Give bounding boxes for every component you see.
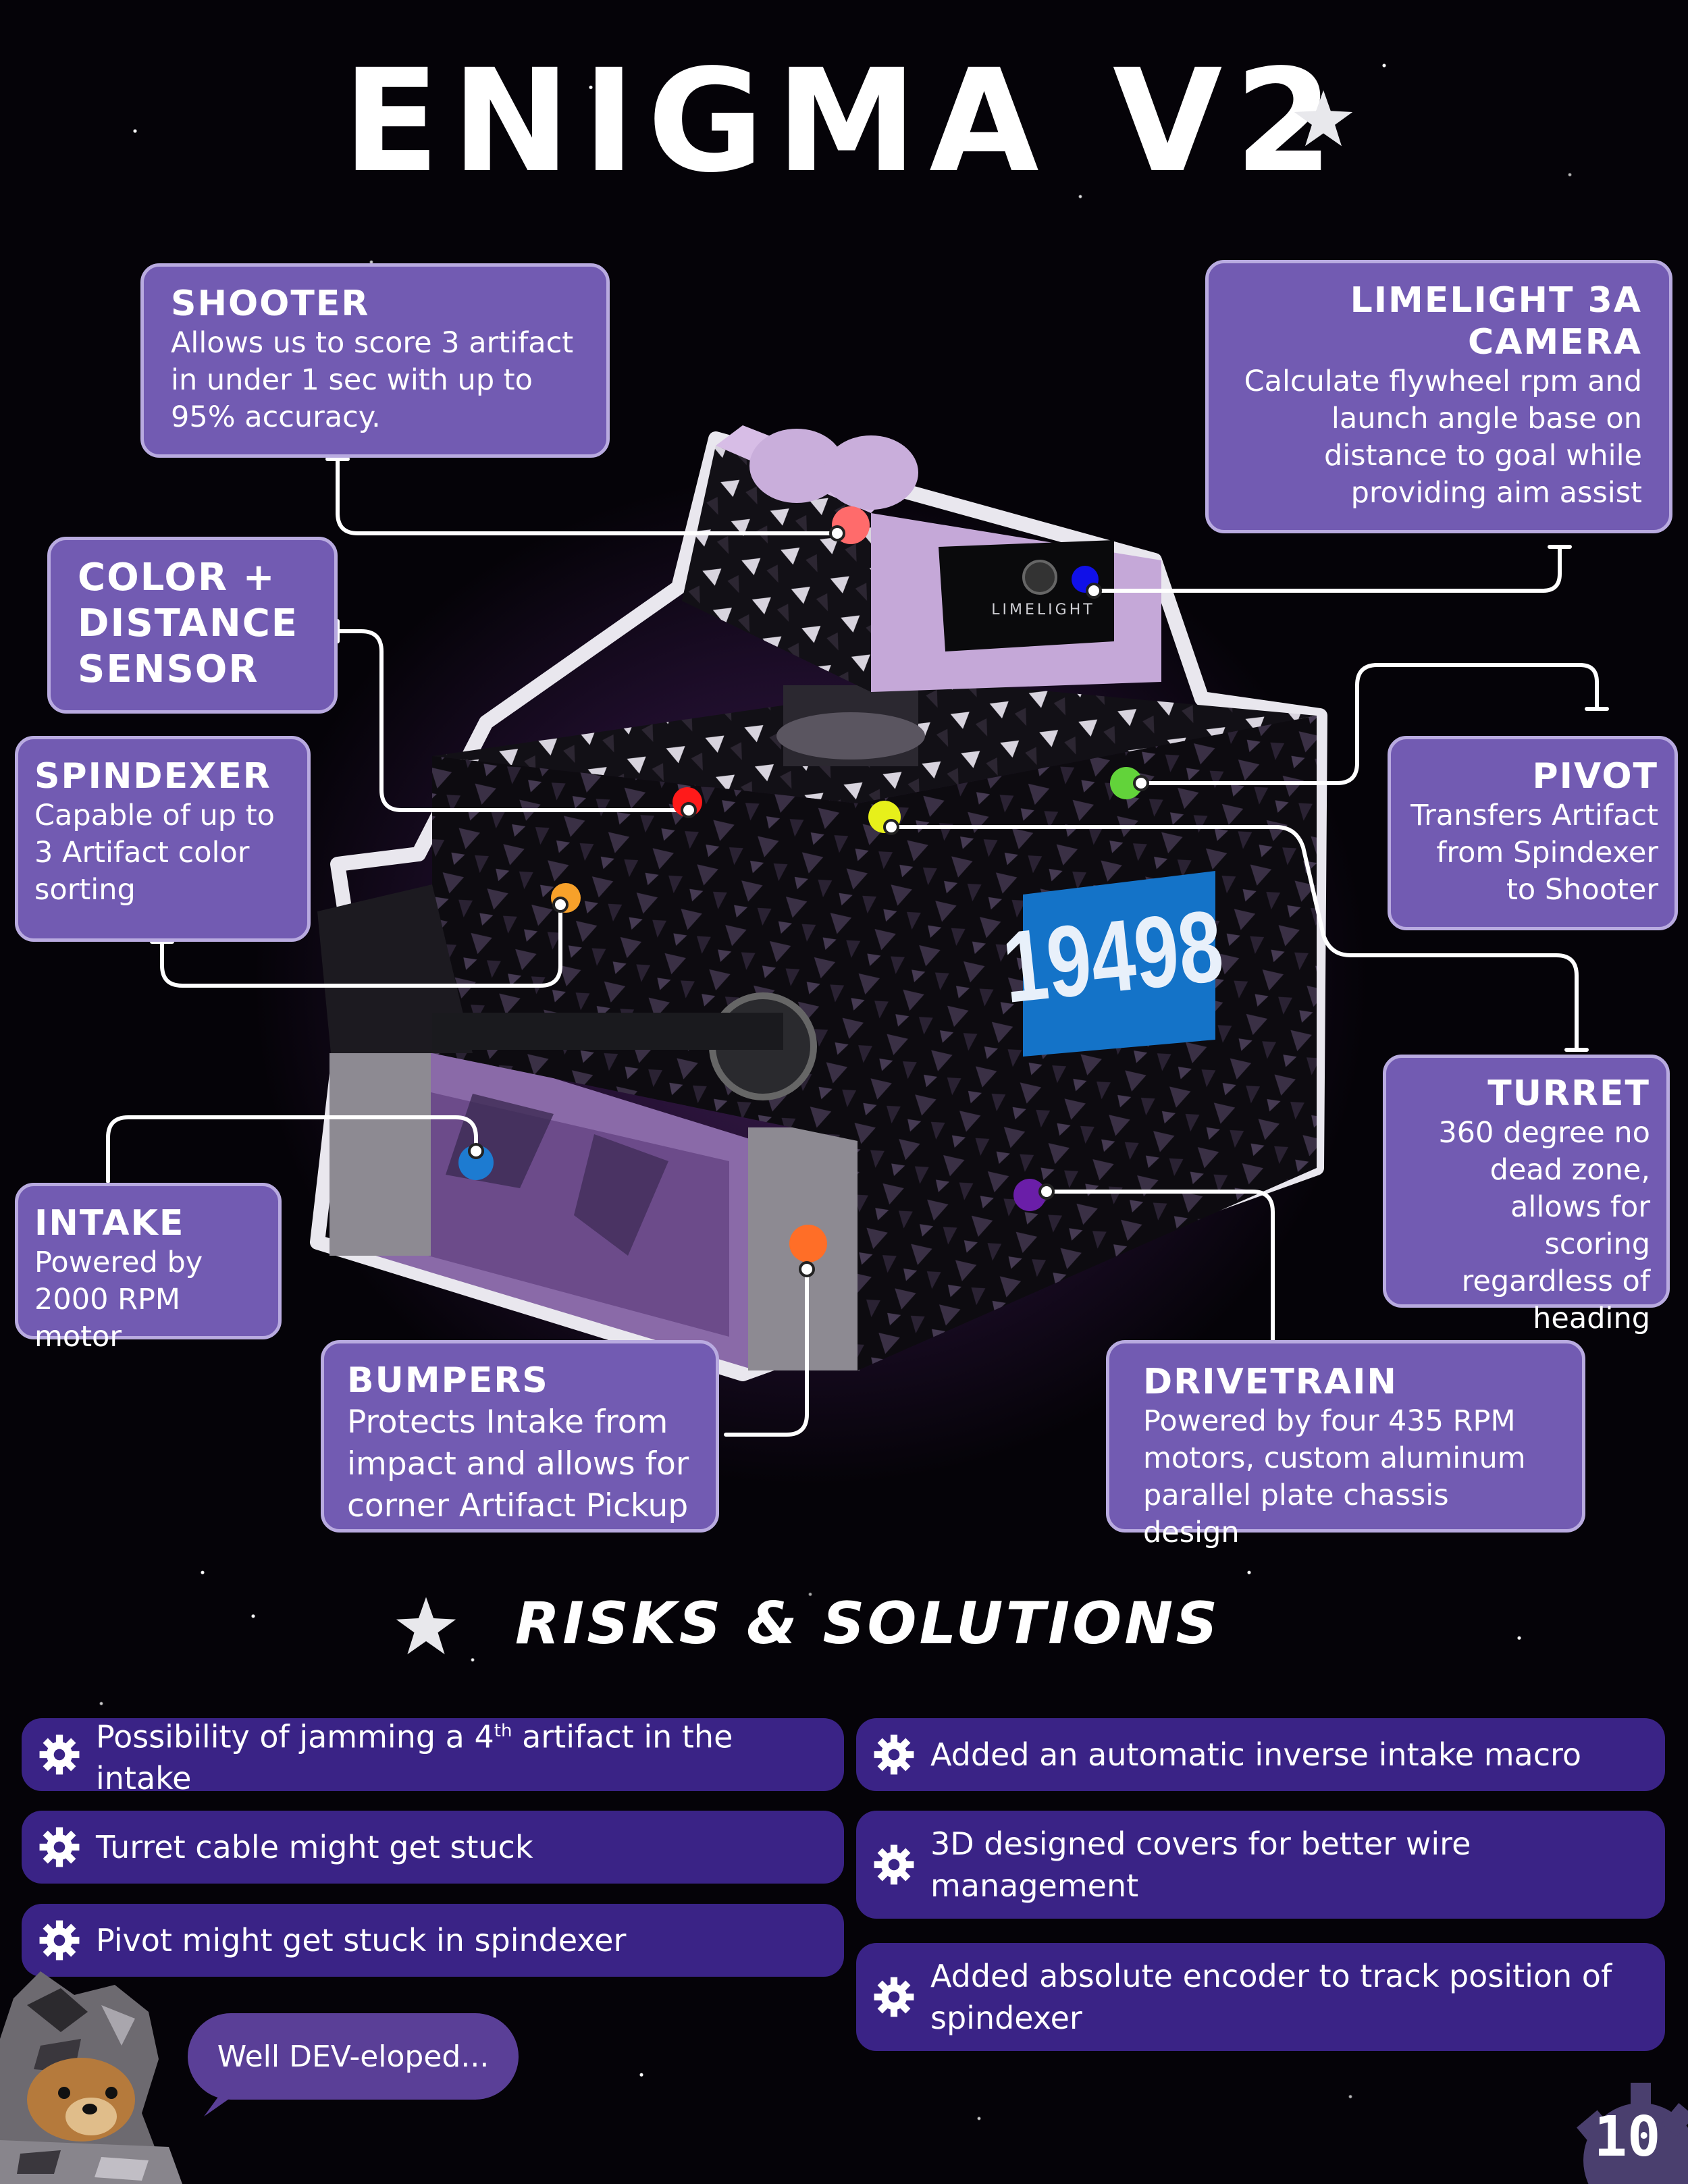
- star-icon: [1294, 90, 1353, 147]
- risk-item: Turret cable might get stuck: [22, 1811, 844, 1884]
- callout-heading: TURRET: [1487, 1073, 1650, 1114]
- gear-icon: [39, 1920, 80, 1961]
- gear-icon: [39, 1734, 80, 1775]
- callout-body: Protects Intake from impact and allows f…: [347, 1404, 689, 1524]
- risk-item: Pivot might get stuck in spindexer: [22, 1904, 844, 1977]
- mascot-bear: [0, 1971, 182, 2184]
- risks-solutions-heading: RISKS & SOLUTIONS: [515, 1590, 1221, 1657]
- risk-text: Possibility of jamming a 4th artifact in…: [96, 1718, 733, 1797]
- camera-label: LIMELIGHT: [991, 602, 1094, 618]
- speech-bubble: Well DEV-eloped...: [188, 2013, 519, 2100]
- risk-text: Turret cable might get stuck: [96, 1829, 533, 1865]
- callout-heading: SPINDEXER: [34, 756, 271, 797]
- callout-body: Allows us to score 3 artifact in under 1…: [171, 326, 574, 434]
- callout-heading: DRIVETRAIN: [1143, 1362, 1398, 1402]
- star-icon: [396, 1597, 456, 1655]
- callout-heading: COLOR + DISTANCE SENSOR: [78, 556, 299, 691]
- callout-pivot: PIVOT Transfers Artifact from Spindexer …: [1388, 736, 1678, 930]
- solution-item: 3D designed covers for better wire manag…: [856, 1811, 1665, 1919]
- callout-intake: INTAKE Powered by 2000 RPM motor: [15, 1183, 282, 1354]
- gear-icon: [874, 1734, 914, 1775]
- callout-spindexer: SPINDEXER Capable of up to 3 Artifact co…: [15, 736, 311, 942]
- callout-heading: BUMPERS: [347, 1360, 549, 1401]
- callout-turret: TURRET 360 degree no dead zone, allows f…: [1383, 1055, 1670, 1335]
- callout-heading: INTAKE: [34, 1203, 185, 1244]
- callout-limelight: LIMELIGHT 3A CAMERA Calculate flywheel r…: [1205, 260, 1672, 533]
- callout-body: 360 degree no dead zone, allows for scor…: [1438, 1116, 1650, 1335]
- solution-text: 3D designed covers for better wire manag…: [930, 1826, 1471, 1904]
- callout-body: Calculate flywheel rpm and launch angle …: [1244, 365, 1642, 510]
- gear-icon: [874, 1844, 914, 1885]
- callout-body: Transfers Artifact from Spindexer to Sho…: [1410, 799, 1658, 907]
- gear-icon: [39, 1827, 80, 1867]
- solution-text: Added absolute encoder to track position…: [930, 1958, 1612, 2036]
- page-number-gear-icon: [1577, 2083, 1688, 2184]
- solution-text: Added an automatic inverse intake macro: [930, 1736, 1582, 1773]
- bumpers-marker: [789, 1225, 827, 1262]
- callout-color-sensor: COLOR + DISTANCE SENSOR: [47, 537, 338, 714]
- callout-bumpers: BUMPERS Protects Intake from impact and …: [321, 1340, 719, 1533]
- risk-text: Pivot might get stuck in spindexer: [96, 1922, 627, 1959]
- callout-body: Capable of up to 3 Artifact color sortin…: [34, 799, 275, 907]
- robot-number-plate: 19498: [998, 888, 1228, 1024]
- page-number: 10: [1593, 2105, 1661, 2169]
- callout-drivetrain: DRIVETRAIN Powered by four 435 RPM motor…: [1106, 1340, 1585, 1549]
- intake-marker: [458, 1145, 494, 1180]
- callout-heading: PIVOT: [1532, 756, 1658, 797]
- callout-shooter: SHOOTER Allows us to score 3 artifact in…: [140, 263, 610, 458]
- pivot-marker: [1110, 767, 1142, 799]
- drivetrain-marker: [1013, 1179, 1046, 1211]
- callout-body: Powered by four 435 RPM motors, custom a…: [1143, 1404, 1526, 1549]
- solution-item: Added absolute encoder to track position…: [856, 1943, 1665, 2051]
- gear-icon: [874, 1977, 914, 2017]
- callout-body: Powered by 2000 RPM motor: [34, 1246, 203, 1354]
- risk-item: Possibility of jamming a 4th artifact in…: [22, 1718, 844, 1796]
- page-title: ENIGMA V2: [342, 38, 1346, 204]
- callout-heading: LIMELIGHT 3A CAMERA: [1350, 280, 1642, 363]
- callout-heading: SHOOTER: [171, 284, 370, 324]
- solution-item: Added an automatic inverse intake macro: [856, 1718, 1665, 1791]
- robot-illustration: 19498 LIMELIGHT: [106, 425, 1609, 1437]
